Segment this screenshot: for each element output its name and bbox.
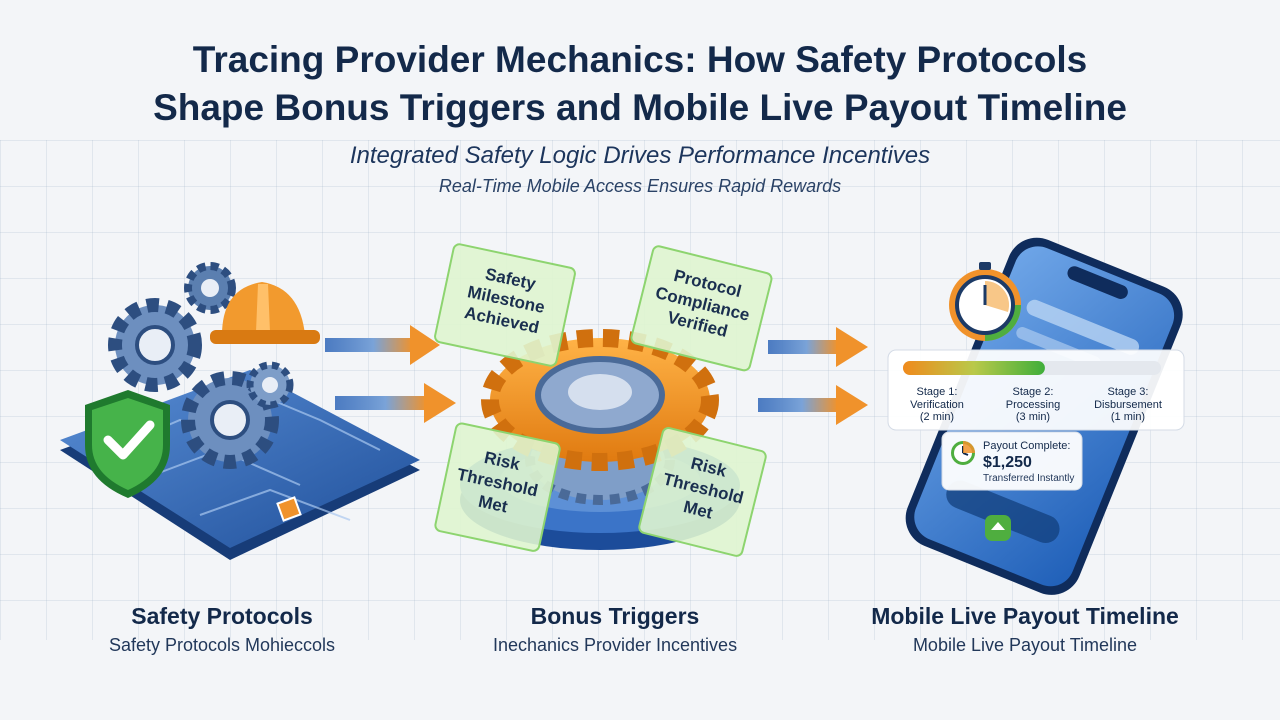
arrow-icon	[325, 325, 440, 365]
gear-icon	[184, 262, 236, 314]
card-risk-threshold-right: Risk Threshold Met	[638, 426, 767, 557]
stage-3-time: (1 min)	[1111, 411, 1145, 423]
stopwatch-icon	[949, 262, 1021, 341]
column-subtitle-safety: Safety Protocols Mohieccols	[108, 635, 336, 655]
gear-icon	[181, 371, 279, 469]
subtitle-primary: Integrated Safety Logic Drives Performan…	[349, 142, 931, 169]
payout-label: Payout Complete:	[983, 440, 1070, 452]
gear-icon	[108, 298, 202, 392]
payout-amount: $1,250	[983, 454, 1032, 471]
stage-3-desc: Disbursement	[1094, 399, 1162, 411]
stage-2-time: (3 min)	[1016, 411, 1050, 423]
column-subtitle-bonus: Inechanics Provider Incentives	[492, 635, 738, 655]
stage-1-name: Stage 1:	[917, 386, 958, 398]
column-title-bonus: Bonus Triggers	[530, 603, 700, 629]
timeline-progress-fill	[903, 361, 1045, 375]
stage-3-name: Stage 3:	[1108, 386, 1149, 398]
arrow-icon	[335, 383, 456, 423]
card-risk-threshold-left: Risk Threshold Met	[434, 422, 561, 552]
orange-gear-icon	[481, 329, 719, 471]
stage-2-desc: Processing	[1006, 399, 1060, 411]
column-title-safety: Safety Protocols	[131, 603, 313, 629]
timeline-panel: Stage 1: Verification (2 min) Stage 2: P…	[887, 349, 1185, 431]
stage-1-time: (2 min)	[920, 411, 954, 423]
card-safety-milestone: Safety Milestone Achieved	[434, 243, 576, 367]
hard-hat-icon	[210, 282, 320, 344]
clock-icon	[951, 441, 975, 465]
subtitle-secondary: Real-Time Mobile Access Ensures Rapid Re…	[438, 176, 842, 196]
card-protocol-compliance: Protocol Compliance Verified	[630, 245, 773, 372]
column-subtitle-payout: Mobile Live Payout Timeline	[912, 635, 1138, 655]
shield-check-icon	[85, 390, 170, 498]
payout-card: Payout Complete: $1,250 Transferred Inst…	[941, 431, 1083, 491]
page-title-line-1: Tracing Provider Mechanics: How Safety P…	[192, 39, 1088, 80]
page-title-line-2: Shape Bonus Triggers and Mobile Live Pay…	[153, 87, 1127, 128]
stage-2-name: Stage 2:	[1013, 386, 1054, 398]
column-title-payout: Mobile Live Payout Timeline	[871, 603, 1179, 629]
arrow-icon	[758, 385, 868, 425]
payout-note: Transferred Instantly	[983, 473, 1074, 484]
arrow-icon	[768, 327, 868, 367]
stage-1-desc: Verification	[910, 399, 964, 411]
gear-icon	[246, 361, 294, 409]
phone-button-icon	[985, 515, 1011, 541]
